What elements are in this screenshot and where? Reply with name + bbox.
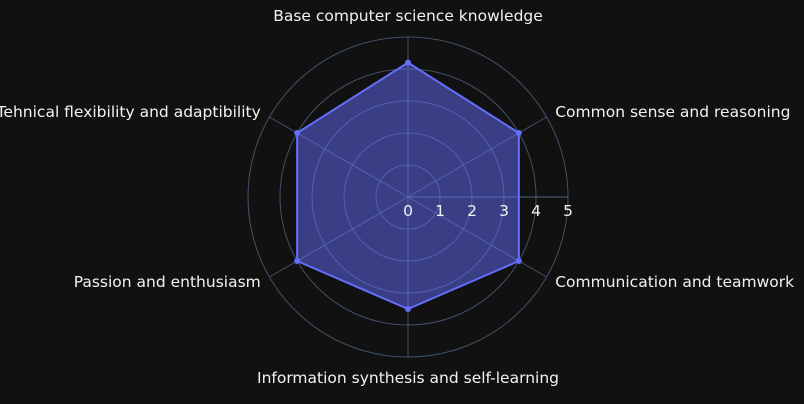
category-label-3: Communication and teamwork — [555, 273, 794, 291]
radial-tick-label-1: 1 — [435, 202, 445, 220]
data-point-3 — [515, 258, 522, 264]
data-point-6 — [294, 130, 301, 136]
data-point-5 — [294, 258, 301, 264]
radial-tick-label-4: 4 — [531, 202, 541, 220]
radial-tick-label-0: 0 — [403, 202, 413, 220]
radial-tick-label-5: 5 — [563, 202, 573, 220]
radial-tick-label-3: 3 — [499, 202, 509, 220]
category-label-2: Common sense and reasoning — [555, 103, 790, 121]
category-label-1: Base computer science knowledge — [273, 7, 543, 25]
category-label-4: Information synthesis and self-learning — [257, 369, 559, 387]
category-label-5: Passion and enthusiasm — [74, 273, 261, 291]
data-point-2 — [515, 130, 522, 136]
data-point-1 — [405, 59, 411, 66]
series-area-1 — [296, 61, 520, 310]
data-point-4 — [405, 306, 411, 312]
category-label-6: Tehnical flexibility and adaptibility — [0, 103, 261, 121]
radial-tick-label-2: 2 — [467, 202, 477, 220]
